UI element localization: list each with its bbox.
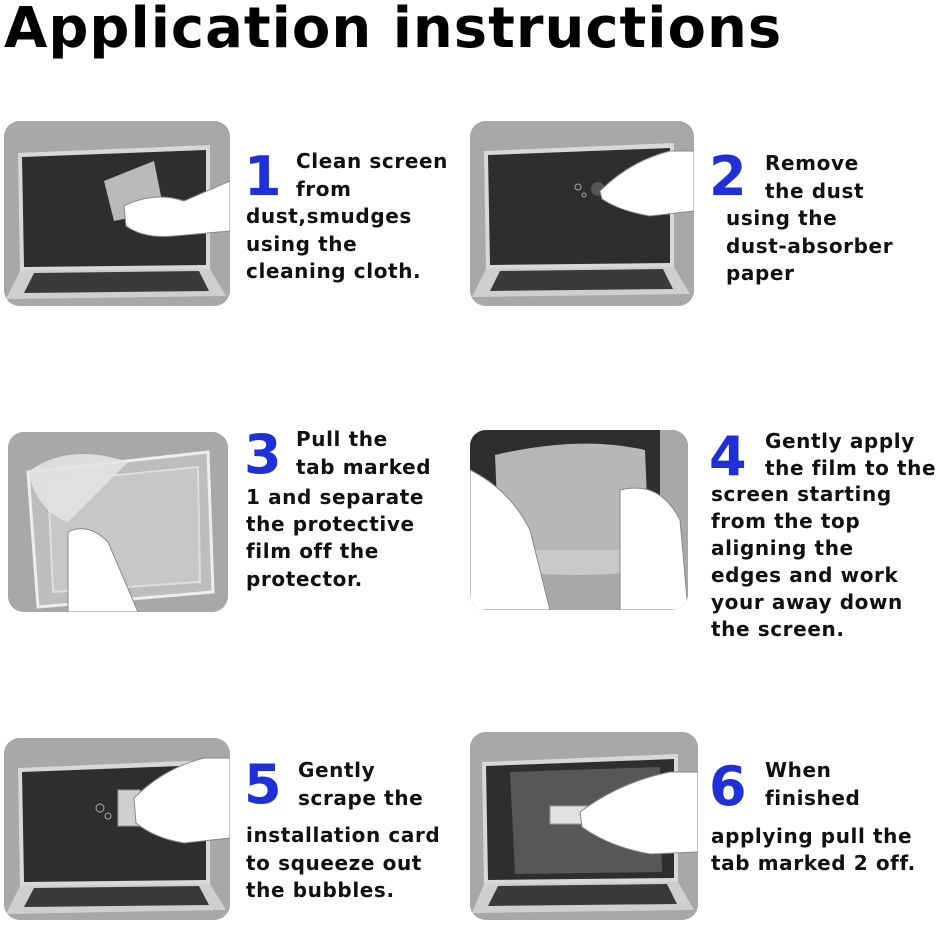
- step-2-number: 2: [709, 145, 747, 208]
- step-3-body-line-4: protector.: [246, 567, 363, 591]
- step-6-number: 6: [709, 755, 747, 818]
- step-6-body-line-1: applying pull the: [711, 824, 913, 848]
- step-3-body-line-1: 1 and separate: [246, 485, 425, 509]
- film-apply-image: [470, 430, 688, 610]
- step-3-number: 3: [244, 423, 282, 486]
- step-5-number: 5: [244, 753, 282, 816]
- step-4-illustration: [470, 430, 688, 610]
- laptop-pull-tab-image: [470, 732, 698, 920]
- step-4-body-line-4: edges and work: [711, 563, 899, 587]
- step-5-body-line-2: to squeeze out: [246, 851, 422, 875]
- step-1-number: 1: [244, 145, 282, 208]
- step-2-body-line-2: dust-absorber: [726, 234, 894, 258]
- step-1-head-line-1: Clean screen: [296, 149, 448, 173]
- step-2-body-line-3: paper: [726, 261, 795, 285]
- page-title: Application instructions: [4, 0, 783, 61]
- protector-peel-image: [8, 432, 228, 612]
- step-1-body-line-1: dust,smudges: [246, 204, 412, 228]
- step-4-head-line-2: the film to the: [765, 456, 937, 480]
- laptop-dust-absorber-image: [470, 121, 694, 306]
- step-4-body-line-1: screen starting: [711, 482, 892, 506]
- laptop-cleaning-cloth-image: [4, 121, 230, 306]
- step-1-head-line-2: from: [296, 177, 352, 201]
- step-2-illustration: [470, 121, 694, 306]
- step-6-head-line-1: When: [765, 758, 832, 782]
- step-2-head-line-2: the dust: [765, 179, 865, 203]
- step-4-body-line-2: from the top: [711, 509, 861, 533]
- step-1-body-line-2: using the: [246, 232, 358, 256]
- step-6-body-line-2: tab marked 2 off.: [711, 851, 916, 875]
- step-5-illustration: [4, 738, 230, 920]
- step-3-head-line-1: Pull the: [296, 427, 388, 451]
- step-5-body-line-3: the bubbles.: [246, 878, 395, 902]
- step-2-head-line-1: Remove: [765, 151, 859, 175]
- step-1-body-line-3: cleaning cloth.: [246, 259, 422, 283]
- step-3-body-line-2: the protective: [246, 512, 415, 536]
- step-4-body-line-3: aligning the: [711, 536, 854, 560]
- step-4-number: 4: [709, 425, 747, 488]
- step-3-illustration: [8, 432, 228, 612]
- step-6-illustration: [470, 732, 698, 920]
- step-4-head-line-1: Gently apply: [765, 429, 915, 453]
- step-5-head-line-1: Gently: [298, 758, 376, 782]
- step-4-body-line-5: your away down: [711, 590, 903, 614]
- step-1-illustration: [4, 121, 230, 306]
- step-5-head-line-2: scrape the: [298, 786, 424, 810]
- step-2-body-line-1: using the: [726, 206, 838, 230]
- laptop-scrape-card-image: [4, 738, 230, 920]
- step-3-head-line-2: tab marked: [296, 455, 432, 479]
- step-5-body-line-1: installation card: [246, 823, 441, 847]
- step-4-body-line-6: the screen.: [711, 617, 845, 641]
- step-3-body-line-3: film off the: [246, 539, 379, 563]
- step-6-head-line-2: finished: [765, 786, 861, 810]
